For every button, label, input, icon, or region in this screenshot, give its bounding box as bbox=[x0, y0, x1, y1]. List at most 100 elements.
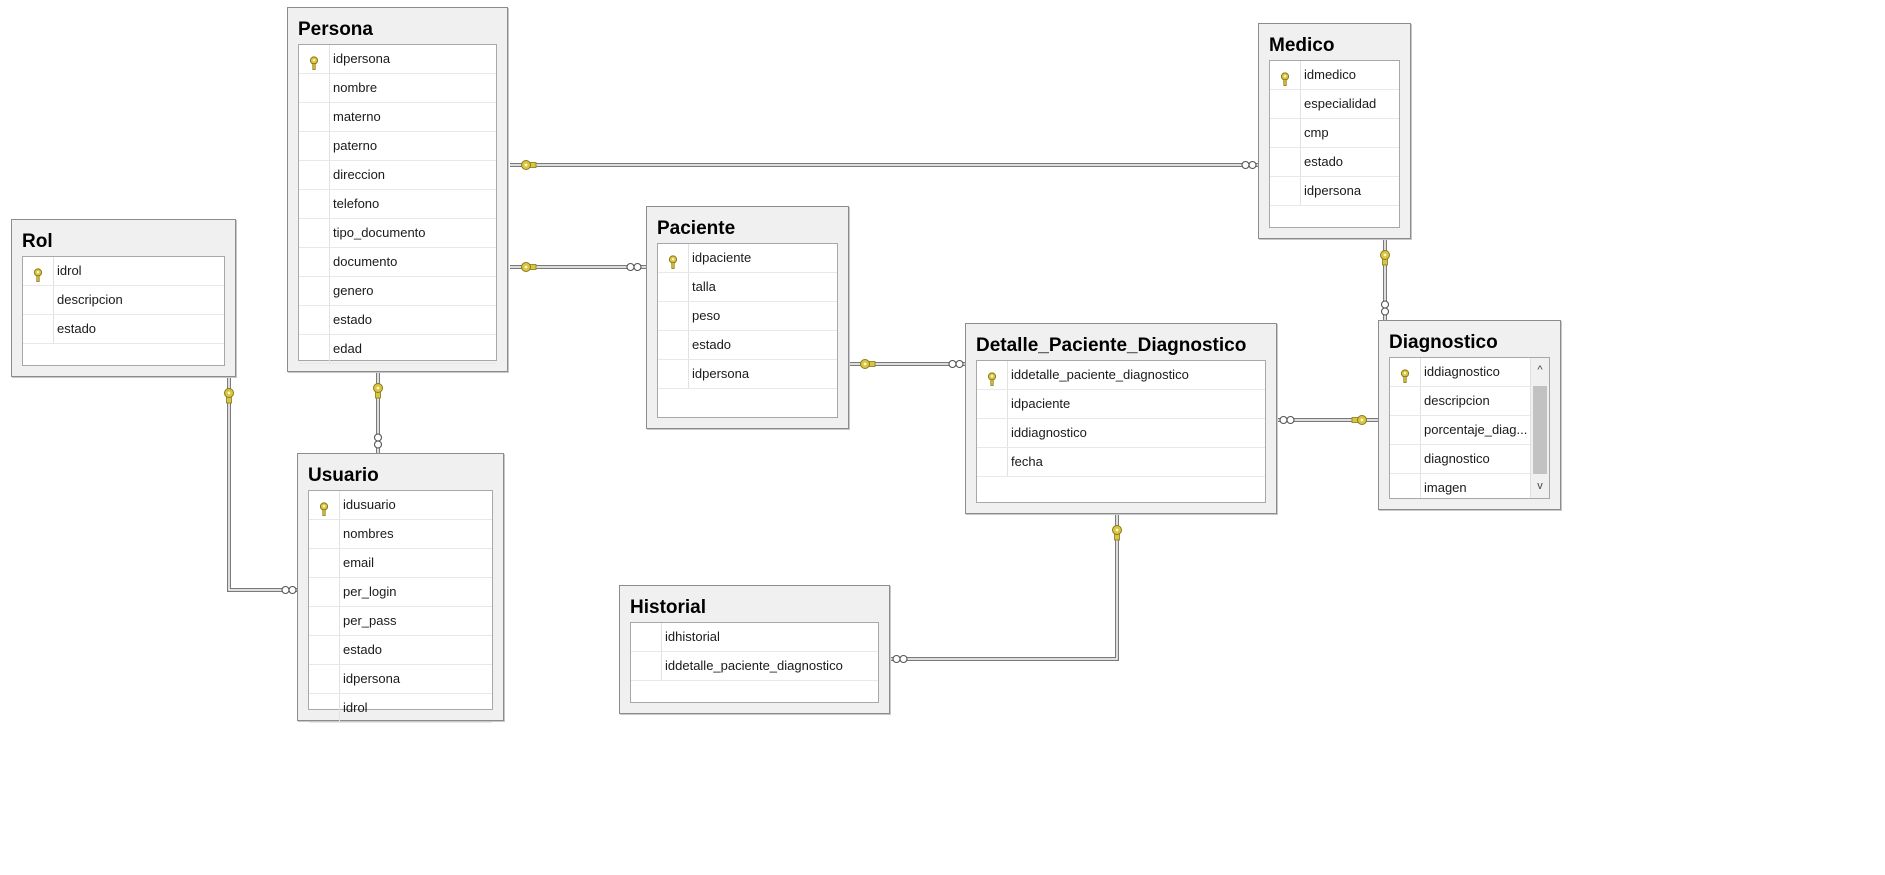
key-icon bbox=[667, 251, 679, 269]
row-selector bbox=[309, 491, 340, 519]
table-persona[interactable]: Persona idpersona nombre materno paterno dir… bbox=[287, 7, 508, 372]
column-row[interactable]: diagnostico bbox=[1390, 445, 1531, 474]
column-name: idusuario bbox=[343, 497, 396, 512]
column-row[interactable]: telefono bbox=[299, 190, 496, 219]
column-row[interactable]: paterno bbox=[299, 132, 496, 161]
column-row[interactable]: documento bbox=[299, 248, 496, 277]
column-row[interactable]: nombres bbox=[309, 520, 492, 549]
column-row[interactable]: idpaciente bbox=[658, 244, 837, 273]
column-name: iddetalle_paciente_diagnostico bbox=[1011, 367, 1189, 382]
one-end-key-icon bbox=[373, 383, 383, 399]
column-row[interactable]: tipo_documento bbox=[299, 219, 496, 248]
row-selector bbox=[658, 331, 689, 359]
column-row[interactable]: idrol bbox=[23, 257, 224, 286]
many-end-infinity-icon bbox=[1279, 415, 1295, 425]
column-row[interactable]: iddetalle_paciente_diagnostico bbox=[631, 652, 878, 681]
row-selector bbox=[977, 361, 1008, 389]
column-name: idpersona bbox=[692, 366, 750, 381]
column-row[interactable]: genero bbox=[299, 277, 496, 306]
scroll-down-arrow-icon[interactable]: v bbox=[1537, 480, 1543, 492]
column-row[interactable]: cmp bbox=[1270, 119, 1399, 148]
column-name: iddiagnostico bbox=[1011, 425, 1087, 440]
table-rol-title: Rol bbox=[22, 231, 53, 252]
scroll-up-arrow-icon[interactable]: ^ bbox=[1537, 364, 1543, 376]
row-selector bbox=[1270, 177, 1301, 205]
column-row[interactable]: idpersona bbox=[1270, 177, 1399, 206]
column-name: genero bbox=[333, 283, 374, 298]
column-name: estado bbox=[692, 337, 732, 352]
table-detalle-paciente-diagnostico[interactable]: Detalle_Paciente_Diagnostico iddetalle_p… bbox=[965, 323, 1277, 514]
column-row[interactable]: idpersona bbox=[658, 360, 837, 389]
column-row[interactable]: nombre bbox=[299, 74, 496, 103]
column-name: nombre bbox=[333, 80, 378, 95]
column-row[interactable]: idrol bbox=[309, 694, 492, 723]
column-name: imagen bbox=[1424, 480, 1467, 495]
column-row[interactable]: idusuario bbox=[309, 491, 492, 520]
column-row[interactable]: materno bbox=[299, 103, 496, 132]
row-selector bbox=[299, 161, 330, 189]
row-selector bbox=[631, 652, 662, 680]
key-icon bbox=[986, 368, 998, 386]
column-row[interactable]: idpersona bbox=[299, 45, 496, 74]
column-row[interactable]: estado bbox=[309, 636, 492, 665]
column-row[interactable]: fecha bbox=[977, 448, 1265, 477]
column-row[interactable]: porcentaje_diag... bbox=[1390, 416, 1531, 445]
column-row[interactable]: imagen bbox=[1390, 474, 1531, 498]
table-historial-columns: idhistorial iddetalle_paciente_diagnostic… bbox=[630, 622, 879, 703]
key-icon bbox=[308, 52, 320, 70]
scroll-thumb[interactable] bbox=[1533, 386, 1547, 474]
column-name: idpersona bbox=[333, 51, 391, 66]
column-name: direccion bbox=[333, 167, 386, 182]
column-row[interactable]: per_login bbox=[309, 578, 492, 607]
row-selector bbox=[1390, 358, 1421, 386]
column-name: cmp bbox=[1304, 125, 1329, 140]
column-row[interactable]: estado bbox=[23, 315, 224, 344]
column-row[interactable]: descripcion bbox=[23, 286, 224, 315]
row-selector bbox=[1390, 474, 1421, 498]
row-selector bbox=[1270, 148, 1301, 176]
column-name: iddetalle_paciente_diagnostico bbox=[665, 658, 843, 673]
column-row[interactable]: idmedico bbox=[1270, 61, 1399, 90]
column-row[interactable]: estado bbox=[658, 331, 837, 360]
row-selector bbox=[1390, 445, 1421, 473]
row-selector bbox=[1270, 90, 1301, 118]
column-row[interactable]: idpersona bbox=[309, 665, 492, 694]
column-row[interactable]: edad bbox=[299, 335, 496, 364]
column-row[interactable]: estado bbox=[1270, 148, 1399, 177]
row-selector bbox=[299, 306, 330, 334]
column-row[interactable]: iddiagnostico bbox=[1390, 358, 1531, 387]
table-persona-columns: idpersona nombre materno paterno direccion te… bbox=[298, 44, 497, 364]
column-row[interactable]: talla bbox=[658, 273, 837, 302]
column-row[interactable]: especialidad bbox=[1270, 90, 1399, 119]
relationship-line bbox=[227, 377, 297, 592]
column-row[interactable]: estado bbox=[299, 306, 496, 335]
column-name: materno bbox=[333, 109, 381, 124]
column-row[interactable]: iddiagnostico bbox=[977, 419, 1265, 448]
key-icon bbox=[318, 498, 330, 516]
column-row[interactable]: idpaciente bbox=[977, 390, 1265, 419]
column-name: iddiagnostico bbox=[1424, 364, 1500, 379]
column-row[interactable]: iddetalle_paciente_diagnostico bbox=[977, 361, 1265, 390]
many-end-infinity-icon bbox=[373, 433, 383, 449]
many-end-infinity-icon bbox=[626, 262, 642, 272]
column-row[interactable]: idhistorial bbox=[631, 623, 878, 652]
table-detalle-title: Detalle_Paciente_Diagnostico bbox=[976, 335, 1247, 356]
diagnostico-scrollbar[interactable]: ^ v bbox=[1530, 358, 1549, 498]
column-row[interactable]: email bbox=[309, 549, 492, 578]
row-selector bbox=[23, 286, 54, 314]
column-name: idpersona bbox=[343, 671, 401, 686]
table-persona-title: Persona bbox=[298, 19, 373, 40]
table-detalle-columns: iddetalle_paciente_diagnostico idpaciente… bbox=[976, 360, 1266, 503]
column-row[interactable]: peso bbox=[658, 302, 837, 331]
column-row[interactable]: direccion bbox=[299, 161, 496, 190]
column-row[interactable]: descripcion bbox=[1390, 387, 1531, 416]
column-row[interactable]: per_pass bbox=[309, 607, 492, 636]
